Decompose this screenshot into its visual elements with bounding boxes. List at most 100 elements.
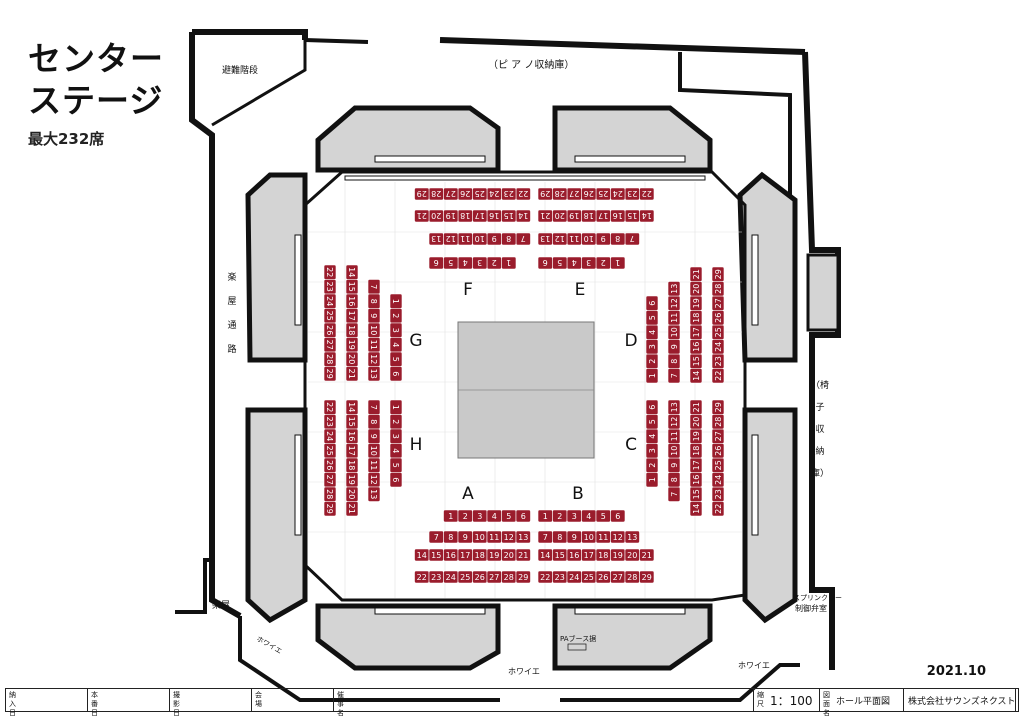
seat-f-4[interactable]: 4 <box>457 256 473 270</box>
seat-c-4[interactable]: 4 <box>645 428 659 444</box>
seat-h-24[interactable]: 24 <box>323 428 337 444</box>
seat-e-26[interactable]: 26 <box>581 187 597 201</box>
seat-a-23[interactable]: 23 <box>428 570 444 584</box>
seat-a-11[interactable]: 11 <box>486 530 502 544</box>
seat-c-16[interactable]: 16 <box>689 472 703 488</box>
seat-c-8[interactable]: 8 <box>667 472 681 488</box>
seat-a-26[interactable]: 26 <box>472 570 488 584</box>
seat-b-8[interactable]: 8 <box>552 530 568 544</box>
seat-g-15[interactable]: 15 <box>345 279 359 295</box>
seat-c-21[interactable]: 21 <box>689 399 703 415</box>
seat-h-26[interactable]: 26 <box>323 457 337 473</box>
seat-e-15[interactable]: 15 <box>624 209 640 223</box>
seat-a-19[interactable]: 19 <box>486 548 502 562</box>
seat-b-22[interactable]: 22 <box>537 570 553 584</box>
seat-b-27[interactable]: 27 <box>610 570 626 584</box>
seat-f-2[interactable]: 2 <box>486 256 502 270</box>
seat-c-1[interactable]: 1 <box>645 472 659 488</box>
seat-h-6[interactable]: 6 <box>389 472 403 488</box>
seat-h-20[interactable]: 20 <box>345 486 359 502</box>
seat-f-28[interactable]: 28 <box>428 187 444 201</box>
seat-h-14[interactable]: 14 <box>345 399 359 415</box>
seat-h-7[interactable]: 7 <box>367 399 381 415</box>
seat-c-28[interactable]: 28 <box>711 414 725 430</box>
seat-a-13[interactable]: 13 <box>515 530 531 544</box>
seat-c-7[interactable]: 7 <box>667 486 681 502</box>
seat-a-5[interactable]: 5 <box>501 509 517 523</box>
seat-c-24[interactable]: 24 <box>711 472 725 488</box>
seat-a-2[interactable]: 2 <box>457 509 473 523</box>
seat-d-4[interactable]: 4 <box>645 324 659 340</box>
seat-g-8[interactable]: 8 <box>367 293 381 309</box>
seat-c-9[interactable]: 9 <box>667 457 681 473</box>
seat-c-6[interactable]: 6 <box>645 399 659 415</box>
seat-f-23[interactable]: 23 <box>501 187 517 201</box>
seat-f-7[interactable]: 7 <box>515 232 531 246</box>
seat-g-1[interactable]: 1 <box>389 293 403 309</box>
seat-g-22[interactable]: 22 <box>323 264 337 280</box>
seat-c-29[interactable]: 29 <box>711 399 725 415</box>
seat-f-8[interactable]: 8 <box>501 232 517 246</box>
seat-e-11[interactable]: 11 <box>566 232 582 246</box>
seat-d-16[interactable]: 16 <box>689 339 703 355</box>
seat-g-6[interactable]: 6 <box>389 366 403 382</box>
seat-c-14[interactable]: 14 <box>689 501 703 517</box>
seat-c-22[interactable]: 22 <box>711 501 725 517</box>
seat-c-10[interactable]: 10 <box>667 443 681 459</box>
seat-d-7[interactable]: 7 <box>667 368 681 384</box>
seat-b-26[interactable]: 26 <box>595 570 611 584</box>
seat-d-10[interactable]: 10 <box>667 324 681 340</box>
seat-b-16[interactable]: 16 <box>566 548 582 562</box>
seat-a-28[interactable]: 28 <box>501 570 517 584</box>
seat-a-29[interactable]: 29 <box>515 570 531 584</box>
seat-h-11[interactable]: 11 <box>367 457 381 473</box>
seat-d-15[interactable]: 15 <box>689 353 703 369</box>
seat-d-26[interactable]: 26 <box>711 310 725 326</box>
seat-b-25[interactable]: 25 <box>581 570 597 584</box>
seat-g-11[interactable]: 11 <box>367 337 381 353</box>
seat-g-20[interactable]: 20 <box>345 351 359 367</box>
seat-g-17[interactable]: 17 <box>345 308 359 324</box>
seat-h-12[interactable]: 12 <box>367 472 381 488</box>
seat-f-29[interactable]: 29 <box>414 187 430 201</box>
seat-h-16[interactable]: 16 <box>345 428 359 444</box>
seat-g-16[interactable]: 16 <box>345 293 359 309</box>
seat-e-4[interactable]: 4 <box>566 256 582 270</box>
seat-h-10[interactable]: 10 <box>367 443 381 459</box>
seat-a-17[interactable]: 17 <box>457 548 473 562</box>
seat-c-13[interactable]: 13 <box>667 399 681 415</box>
seat-d-3[interactable]: 3 <box>645 339 659 355</box>
seat-f-27[interactable]: 27 <box>443 187 459 201</box>
seat-c-19[interactable]: 19 <box>689 428 703 444</box>
seat-e-27[interactable]: 27 <box>566 187 582 201</box>
seat-f-25[interactable]: 25 <box>472 187 488 201</box>
seat-e-25[interactable]: 25 <box>595 187 611 201</box>
seat-a-6[interactable]: 6 <box>515 509 531 523</box>
seat-g-23[interactable]: 23 <box>323 279 337 295</box>
seat-e-18[interactable]: 18 <box>581 209 597 223</box>
seat-b-14[interactable]: 14 <box>537 548 553 562</box>
seat-g-18[interactable]: 18 <box>345 322 359 338</box>
seat-h-19[interactable]: 19 <box>345 472 359 488</box>
seat-h-3[interactable]: 3 <box>389 428 403 444</box>
seat-a-3[interactable]: 3 <box>472 509 488 523</box>
seat-h-15[interactable]: 15 <box>345 414 359 430</box>
seat-b-7[interactable]: 7 <box>537 530 553 544</box>
seat-g-7[interactable]: 7 <box>367 279 381 295</box>
seat-d-14[interactable]: 14 <box>689 368 703 384</box>
seat-h-29[interactable]: 29 <box>323 501 337 517</box>
seat-e-21[interactable]: 21 <box>537 209 553 223</box>
seat-e-22[interactable]: 22 <box>639 187 655 201</box>
seat-f-12[interactable]: 12 <box>443 232 459 246</box>
seat-b-20[interactable]: 20 <box>624 548 640 562</box>
seat-a-9[interactable]: 9 <box>457 530 473 544</box>
seat-h-5[interactable]: 5 <box>389 457 403 473</box>
seat-g-29[interactable]: 29 <box>323 366 337 382</box>
seat-b-3[interactable]: 3 <box>566 509 582 523</box>
seat-d-8[interactable]: 8 <box>667 353 681 369</box>
seat-g-9[interactable]: 9 <box>367 308 381 324</box>
seat-g-4[interactable]: 4 <box>389 337 403 353</box>
seat-f-6[interactable]: 6 <box>428 256 444 270</box>
seat-f-14[interactable]: 14 <box>515 209 531 223</box>
seat-f-1[interactable]: 1 <box>501 256 517 270</box>
